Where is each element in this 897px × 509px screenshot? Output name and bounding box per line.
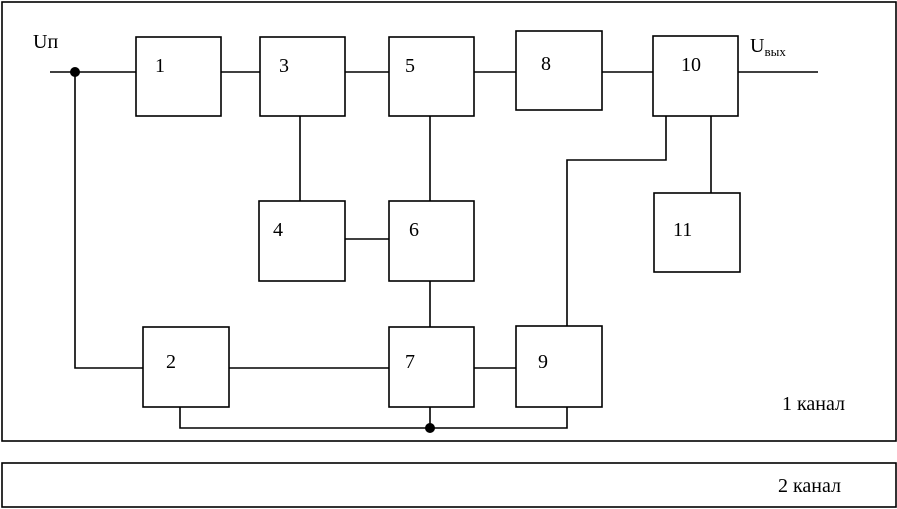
input-signal-label: Uп — [33, 31, 58, 53]
channel-1-label: 1 канал — [782, 393, 845, 415]
block-2: 2 — [142, 326, 230, 408]
channel-2-label: 2 канал — [778, 475, 841, 497]
block-10: 10 — [652, 35, 739, 117]
block-6-label: 6 — [409, 219, 419, 241]
block-9: 9 — [515, 325, 603, 408]
wire-input-to-2 — [74, 72, 143, 369]
connections — [50, 71, 818, 429]
block-7: 7 — [388, 326, 475, 408]
block-11-label: 11 — [673, 219, 692, 241]
block-5: 5 — [388, 36, 475, 117]
junction-input — [70, 67, 80, 77]
junction-bottom — [425, 423, 435, 433]
block-1: 1 — [135, 36, 222, 117]
block-11: 11 — [653, 192, 741, 273]
block-10-label: 10 — [681, 54, 701, 76]
block-8: 8 — [515, 30, 603, 111]
block-7-label: 7 — [405, 351, 415, 373]
channel-1-frame — [1, 1, 897, 442]
block-1-label: 1 — [155, 55, 165, 77]
wire-bottom-bus — [179, 407, 568, 429]
wire-9-to-10 — [566, 116, 667, 326]
block-8-label: 8 — [541, 53, 551, 75]
block-3: 3 — [259, 36, 346, 117]
channel-2-frame — [1, 462, 897, 508]
block-4: 4 — [258, 200, 346, 282]
output-signal-label: Uвых — [750, 35, 786, 59]
block-3-label: 3 — [279, 55, 289, 77]
block-9-label: 9 — [538, 351, 548, 373]
block-5-label: 5 — [405, 55, 415, 77]
block-6: 6 — [388, 200, 475, 282]
block-4-label: 4 — [273, 219, 283, 241]
block-2-label: 2 — [166, 351, 176, 373]
